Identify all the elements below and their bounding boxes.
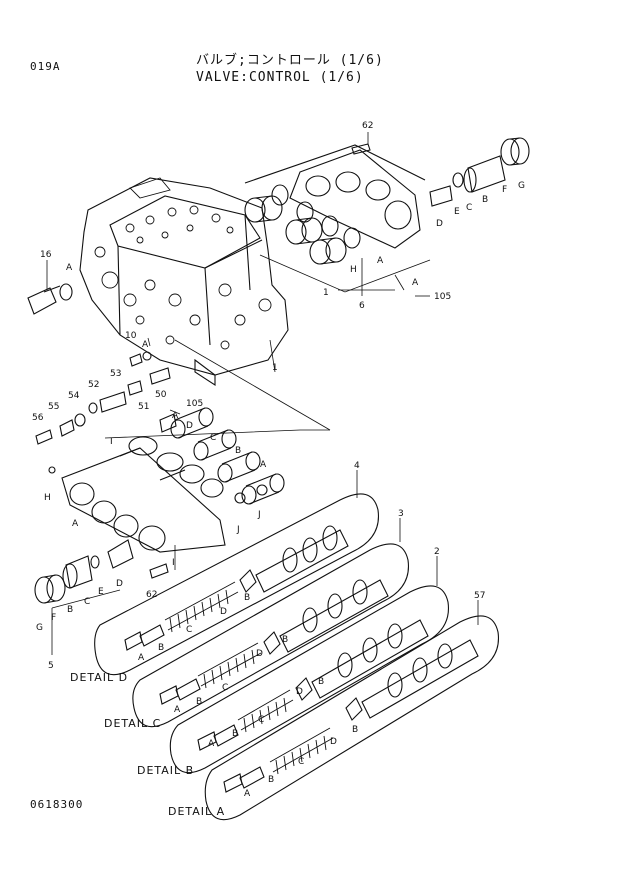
detail-a-caption: DETAIL A — [168, 805, 225, 818]
detail-capsule-a — [204, 615, 500, 821]
sleeves-middle — [104, 407, 330, 505]
callout-105-upper: 105 — [434, 292, 451, 302]
letter-b1-detail-a: B — [268, 775, 274, 785]
letter-b-mid: B — [235, 446, 241, 456]
letter-a-mid: A — [260, 460, 267, 470]
spool-end-parts-lower — [34, 539, 169, 604]
letter-j-left: J — [236, 525, 240, 535]
port-fitting-16 — [27, 283, 73, 315]
callout-1-sleeve: 1 — [323, 288, 329, 298]
letter-d-mid: D — [186, 421, 193, 431]
letter-b2-detail-b: B — [318, 677, 324, 687]
letter-b2-detail-a: B — [352, 725, 358, 735]
letter-a-105b: A — [172, 411, 179, 421]
leader-lines — [46, 132, 430, 655]
letter-d-upper: D — [436, 219, 443, 229]
callout-62-upper: 62 — [362, 121, 373, 131]
spool-end-parts-upper — [351, 137, 530, 207]
letter-h-upper: H — [350, 265, 357, 275]
letter-d-detail-c: D — [256, 649, 263, 659]
letter-a-detail-d: A — [138, 653, 145, 663]
callout-105-lower: 105 — [186, 399, 203, 409]
detail-c-caption: DETAIL C — [104, 717, 161, 730]
drawing-code: 0618300 — [30, 798, 84, 811]
callout-56: 56 — [32, 413, 44, 423]
letter-a-detail-c: A — [174, 705, 181, 715]
letter-a-10: A — [142, 340, 149, 350]
detail-capsule-b — [169, 585, 450, 774]
letter-b1-detail-d: B — [158, 643, 164, 653]
callout-50: 50 — [155, 390, 167, 400]
callout-1-body: 1 — [272, 363, 278, 373]
letter-d-detail-a: D — [330, 737, 337, 747]
capsule-leaders — [356, 470, 479, 625]
letter-c-detail-b: C — [258, 715, 264, 725]
callout-5: 5 — [48, 661, 54, 671]
callout-4: 4 — [354, 461, 360, 471]
callout-62-lower: 62 — [146, 590, 157, 600]
callout-53: 53 — [110, 369, 121, 379]
letter-a-detail-b: A — [208, 739, 215, 749]
letter-e-lower: E — [98, 587, 104, 597]
reference-code: 019A — [30, 60, 61, 73]
letter-b-upper: B — [482, 195, 488, 205]
valve-body — [79, 177, 289, 387]
letter-c-detail-a: C — [298, 757, 304, 767]
letter-b2-detail-c: B — [282, 635, 288, 645]
letter-c-mid: C — [210, 433, 216, 443]
letter-g-upper: G — [518, 181, 525, 191]
callout-16: 16 — [40, 250, 52, 260]
letter-c-lower: C — [84, 597, 90, 607]
letter-b2-detail-d: B — [244, 593, 250, 603]
letter-f-upper: F — [502, 185, 507, 195]
letter-d-lower: D — [116, 579, 123, 589]
letter-i-lower: I — [172, 558, 175, 568]
sleeves-upper — [244, 184, 361, 265]
letter-a-lower: A — [72, 519, 79, 529]
letter-c-detail-d: C — [186, 625, 192, 635]
callout-3: 3 — [398, 509, 404, 519]
letter-j-right: J — [257, 510, 261, 520]
small-parts-left — [35, 351, 177, 445]
letter-d-detail-b: D — [296, 687, 303, 697]
letter-a-16: A — [66, 263, 73, 273]
callout-54: 54 — [68, 391, 80, 401]
callout-6: 6 — [359, 301, 365, 311]
letter-a-105: A — [412, 278, 419, 288]
callout-10: 10 — [125, 331, 137, 341]
callout-52: 52 — [88, 380, 99, 390]
letter-c-upper: C — [466, 203, 472, 213]
letter-f-lower: F — [51, 613, 56, 623]
cap-housing-upper — [244, 144, 431, 293]
cap-housing-lower — [48, 447, 226, 553]
letter-c-detail-c: C — [222, 683, 228, 693]
letter-h-lower: H — [44, 493, 51, 503]
title-japanese: バルブ;コントロール (1/6) — [196, 53, 384, 68]
detail-b-caption: DETAIL B — [137, 764, 194, 777]
callout-51: 51 — [138, 402, 149, 412]
letter-e-upper: E — [454, 207, 460, 217]
letter-a-detail-a: A — [244, 789, 251, 799]
detail-capsule-d — [94, 493, 380, 676]
callout-57: 57 — [474, 591, 485, 601]
letter-i-mid: I — [110, 437, 113, 447]
letter-b1-detail-c: B — [196, 697, 202, 707]
detail-capsule-c — [132, 543, 410, 728]
letter-b1-detail-b: B — [232, 729, 238, 739]
letter-b-lower: B — [67, 605, 73, 615]
callout-2: 2 — [434, 547, 440, 557]
title-english: VALVE:CONTROL (1/6) — [196, 70, 364, 85]
letter-d-detail-d: D — [220, 607, 227, 617]
callout-55: 55 — [48, 402, 59, 412]
letter-g-lower: G — [36, 623, 43, 633]
detail-d-caption: DETAIL D — [70, 671, 128, 684]
letter-a-upper: A — [377, 256, 384, 266]
